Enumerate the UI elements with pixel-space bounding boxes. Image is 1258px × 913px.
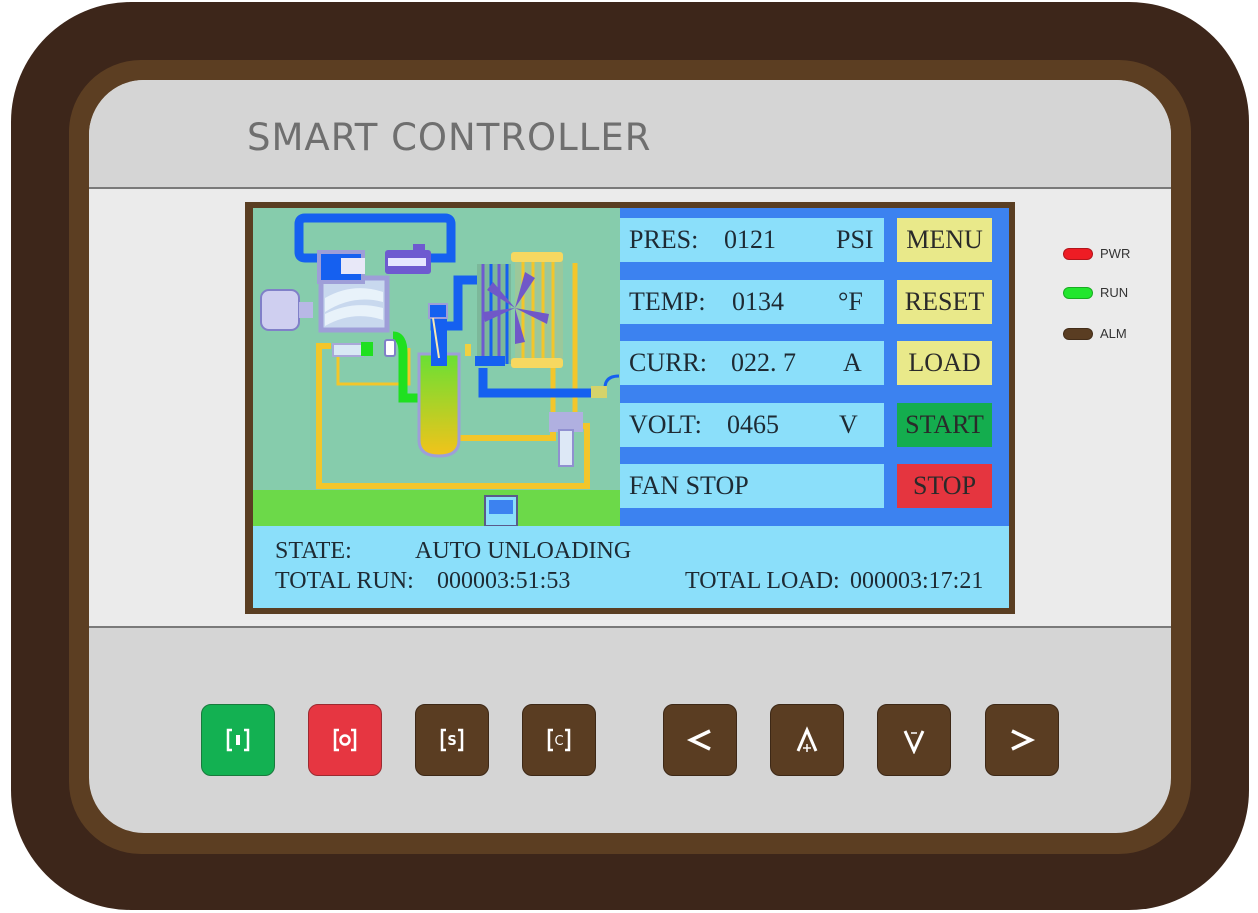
cancel-key[interactable]: C [522, 704, 596, 776]
svg-text:S: S [447, 734, 456, 749]
menu-button[interactable]: MENU [897, 218, 992, 262]
left-key[interactable] [663, 704, 737, 776]
stop-key[interactable] [308, 704, 382, 776]
compressor-schematic-icon [260, 213, 620, 526]
voltage-unit: V [839, 410, 858, 439]
lcd-screen: PRES: 0121 PSI TEMP: 0134 °F CURR: 022. … [245, 202, 1015, 614]
reset-button[interactable]: RESET [897, 280, 992, 324]
state-value: AUTO UNLOADING [415, 538, 632, 564]
temperature-label: TEMP: [629, 287, 706, 316]
diagram-ground [253, 490, 620, 526]
face-header: SMART CONTROLLER [89, 80, 1171, 187]
arrow-down-minus-icon [903, 730, 925, 754]
svg-text:C: C [554, 734, 563, 749]
up-key[interactable] [770, 704, 844, 776]
state-label: STATE: [275, 538, 352, 564]
brand-title: SMART CONTROLLER [247, 116, 652, 159]
led-label: PWR [1100, 246, 1131, 261]
pressure-value: 0121 [724, 225, 776, 254]
start-button[interactable]: START [897, 403, 992, 447]
current-value: 022. 7 [731, 348, 796, 377]
voltage-reading: VOLT: 0465 V [620, 403, 884, 447]
pwr-led-icon [1063, 247, 1093, 260]
run-led-icon [1063, 286, 1093, 299]
stop-button[interactable]: STOP [897, 464, 992, 508]
total-load-label: TOTAL LOAD: [685, 568, 840, 594]
fan-status-text: FAN STOP [629, 471, 749, 500]
pressure-reading: PRES: 0121 PSI [620, 218, 884, 262]
voltage-value: 0465 [727, 410, 779, 439]
compressor-diagram [253, 208, 620, 526]
alm-led-icon [1063, 327, 1093, 340]
load-button[interactable]: LOAD [897, 341, 992, 385]
fan-status: FAN STOP [620, 464, 884, 508]
arrow-left-icon [686, 729, 711, 751]
temperature-reading: TEMP: 0134 °F [620, 280, 884, 324]
cancel-icon: C [547, 728, 571, 752]
total-load-value: 000003:17:21 [850, 568, 984, 594]
set-key[interactable]: S [415, 704, 489, 776]
right-key[interactable] [985, 704, 1059, 776]
led-label: RUN [1100, 285, 1129, 300]
down-key[interactable] [877, 704, 951, 776]
total-run-label: TOTAL RUN: [275, 568, 414, 594]
start-icon [226, 728, 250, 752]
current-label: CURR: [629, 348, 708, 377]
arrow-up-plus-icon [796, 726, 818, 752]
readings-panel: PRES: 0121 PSI TEMP: 0134 °F CURR: 022. … [620, 208, 1009, 526]
total-run-value: 000003:51:53 [437, 568, 571, 594]
start-key[interactable] [201, 704, 275, 776]
pressure-unit: PSI [836, 225, 874, 254]
led-pwr: PWR [1063, 246, 1130, 261]
led-label: ALM [1100, 326, 1127, 341]
temperature-unit: °F [838, 287, 863, 316]
set-icon: S [440, 728, 464, 752]
led-run: RUN [1063, 285, 1128, 300]
current-reading: CURR: 022. 7 A [620, 341, 884, 385]
temperature-value: 0134 [732, 287, 784, 316]
voltage-label: VOLT: [629, 410, 702, 439]
pressure-label: PRES: [629, 225, 699, 254]
stop-icon [333, 728, 357, 752]
arrow-right-icon [1011, 729, 1036, 751]
status-bar: STATE: AUTO UNLOADING TOTAL RUN: 000003:… [253, 526, 1009, 608]
current-unit: A [843, 348, 862, 377]
led-alm: ALM [1063, 326, 1127, 341]
